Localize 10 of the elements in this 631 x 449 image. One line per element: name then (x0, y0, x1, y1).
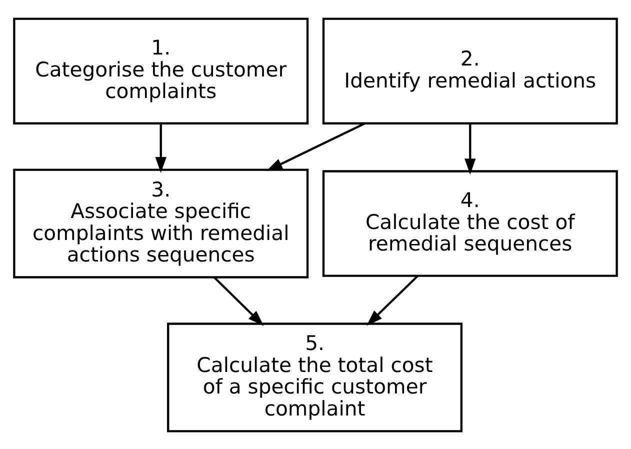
node-box: 4. Calculate the cost of remedial sequences (322, 170, 618, 276)
arrow (155, 123, 166, 173)
node-box: 2. Identify remedial actions (322, 17, 618, 124)
node-box: 5. Calculate the total cost of a specific customer complaint (167, 322, 463, 432)
arrow (214, 276, 264, 326)
node-box: 3. Associate specific complaints with remedial actions sequences (13, 168, 309, 278)
arrow (366, 274, 418, 326)
node-box: 1. Categorise the customer complaints (13, 17, 309, 124)
arrow (464, 123, 476, 174)
arrow (266, 122, 366, 171)
